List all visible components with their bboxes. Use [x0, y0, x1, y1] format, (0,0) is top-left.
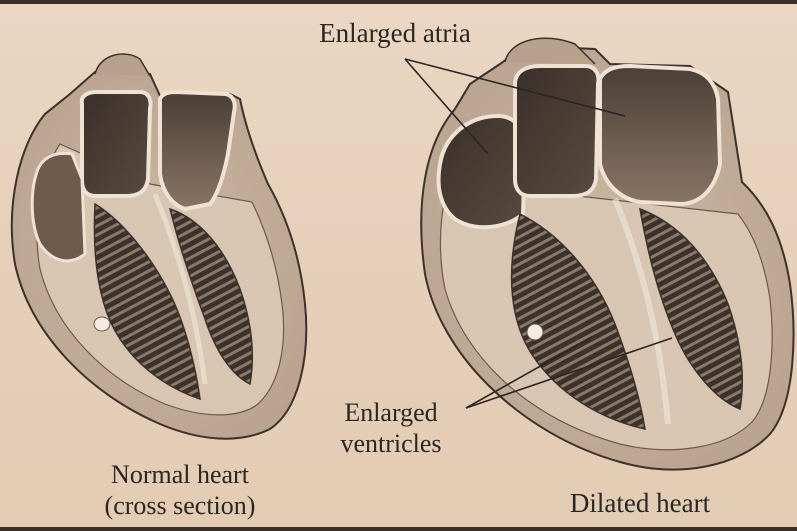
enlarged-ventricles-line-1: Enlarged: [316, 398, 466, 429]
dilated-heart-caption: Dilated heart: [540, 488, 740, 520]
enlarged-atria-label: Enlarged atria: [300, 18, 490, 50]
normal-left-atrium: [82, 92, 151, 196]
normal-heart-caption-line-2: (cross section): [60, 491, 300, 522]
enlarged-ventricles-line-2: ventricles: [316, 429, 466, 460]
enlarged-atria-text: Enlarged atria: [319, 18, 471, 48]
normal-heart-illustration: [12, 54, 306, 439]
normal-aorta: [95, 54, 150, 76]
normal-side-chamber: [32, 153, 85, 261]
normal-papillary-muscle: [94, 317, 110, 331]
dilated-aorta: [505, 38, 595, 64]
normal-heart-caption-line-1: Normal heart: [60, 460, 300, 491]
dilated-papillary-muscle: [527, 324, 543, 340]
normal-heart-caption: Normal heart (cross section): [60, 460, 300, 521]
dilated-right-atrium: [600, 66, 720, 204]
dilated-middle-atrium: [515, 66, 598, 196]
dilated-heart-caption-text: Dilated heart: [570, 488, 710, 518]
enlarged-ventricles-label: Enlarged ventricles: [316, 398, 466, 459]
